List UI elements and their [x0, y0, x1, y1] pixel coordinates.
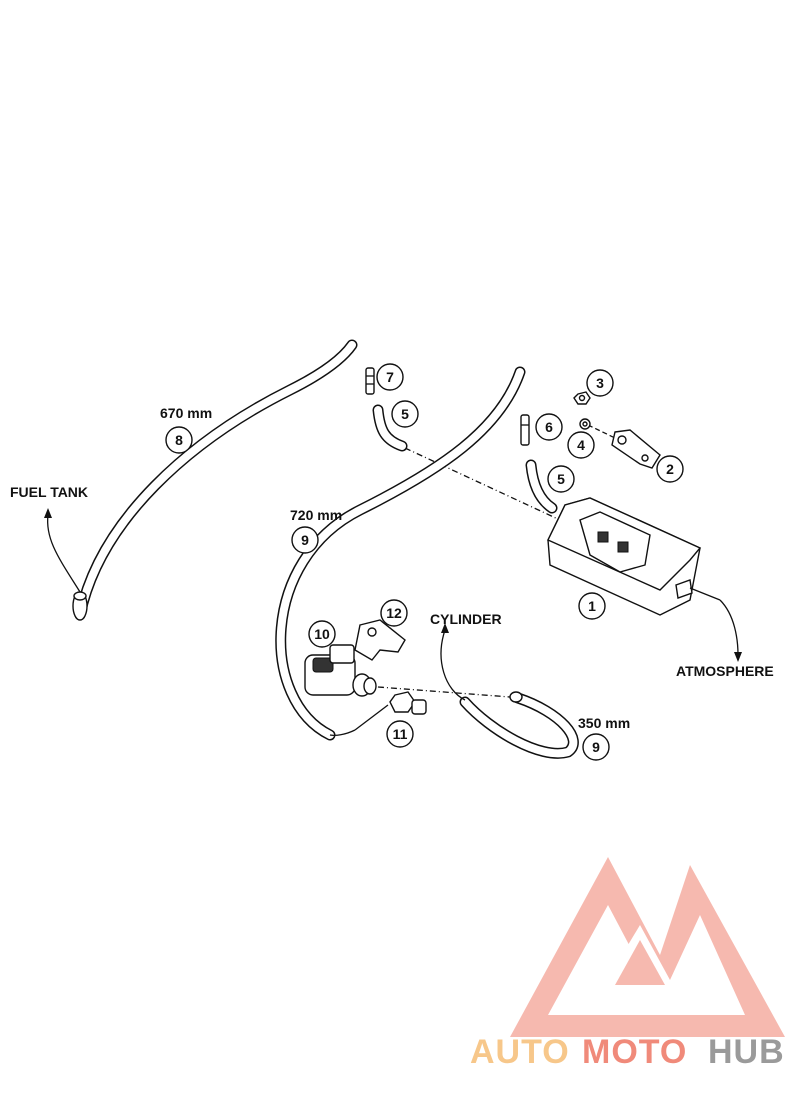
watermark-text-hub: HUB — [708, 1033, 785, 1071]
hose-670 — [72, 339, 358, 621]
callout-6: 6 — [535, 413, 563, 441]
hose-350 — [459, 691, 579, 759]
svg-text:4: 4 — [577, 437, 585, 453]
callout-3: 3 — [586, 369, 614, 397]
leader-lines — [44, 508, 466, 701]
connector-right — [520, 414, 530, 446]
bracket — [611, 429, 661, 469]
fitting — [329, 691, 427, 736]
svg-text:12: 12 — [386, 605, 402, 621]
hose-9-long-length-label: 720 mm — [290, 507, 342, 523]
svg-text:6: 6 — [545, 419, 553, 435]
callout-5-right: 5 — [547, 465, 575, 493]
svg-text:5: 5 — [401, 406, 409, 422]
callout-11: 11 — [386, 720, 414, 748]
washer — [579, 418, 591, 430]
svg-text:8: 8 — [175, 432, 183, 448]
svg-text:11: 11 — [393, 726, 408, 742]
svg-text:2: 2 — [666, 461, 674, 477]
connector-left — [365, 367, 375, 395]
canister — [547, 497, 742, 662]
elbow-hose-right — [525, 459, 558, 514]
svg-text:3: 3 — [596, 375, 604, 391]
callout-12: 12 — [380, 599, 408, 627]
svg-text:1: 1 — [588, 598, 596, 614]
callout-4: 4 — [567, 431, 595, 459]
hose-9-short-length-label: 350 mm — [578, 715, 630, 731]
callout-9-short: 9 — [582, 733, 610, 761]
purge-valve — [304, 644, 377, 697]
callout-10: 10 — [308, 620, 336, 648]
fuel-tank-label: FUEL TANK — [10, 484, 88, 500]
callout-1: 1 — [578, 592, 606, 620]
callout-2: 2 — [656, 455, 684, 483]
hose-8-length-label: 670 mm — [160, 405, 212, 421]
watermark-text-moto: MOTO — [582, 1033, 687, 1071]
atmosphere-label: ATMOSPHERE — [676, 663, 774, 679]
elbow-hose-left — [372, 404, 408, 452]
callout-7: 7 — [376, 363, 404, 391]
cylinder-label: CYLINDER — [430, 611, 502, 627]
svg-text:7: 7 — [386, 369, 394, 385]
svg-text:5: 5 — [557, 471, 565, 487]
callout-9-long: 9 — [291, 526, 319, 554]
watermark-logo — [510, 857, 785, 1037]
svg-text:9: 9 — [301, 532, 309, 548]
callout-8: 8 — [165, 426, 193, 454]
valve-bracket — [354, 619, 406, 661]
callout-5-left: 5 — [391, 400, 419, 428]
hose-720 — [275, 366, 526, 741]
svg-text:9: 9 — [592, 739, 600, 755]
nut — [573, 391, 591, 405]
watermark-text-auto: AUTO — [470, 1033, 570, 1071]
svg-text:10: 10 — [314, 626, 330, 642]
